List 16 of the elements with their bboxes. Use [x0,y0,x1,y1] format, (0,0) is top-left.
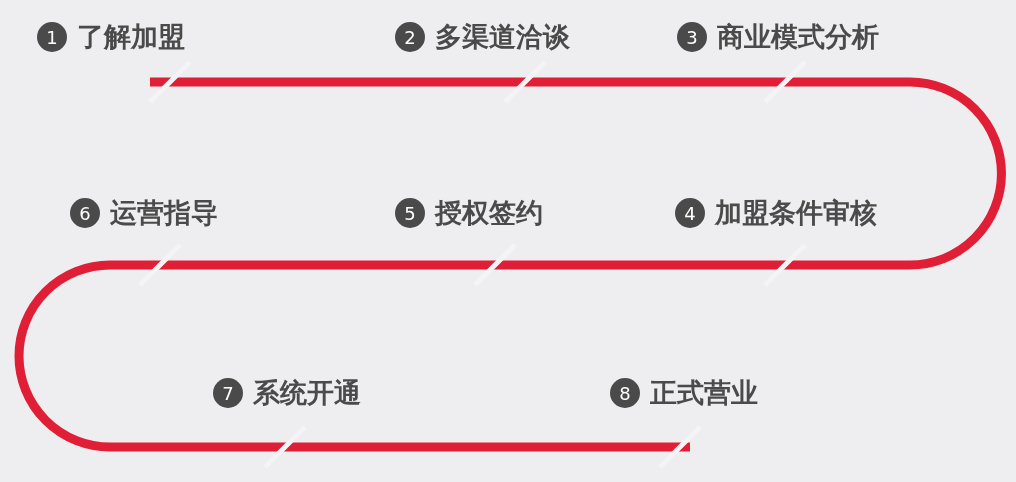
step-title: 了解加盟 [77,20,185,54]
step-number: 8 [610,378,640,408]
step-title: 授权签约 [435,196,543,230]
step-title: 正式营业 [650,376,758,410]
step-title: 多渠道洽谈 [435,20,570,54]
step-number: 2 [395,22,425,52]
step-number: 6 [70,198,100,228]
step-number: 5 [395,198,425,228]
step-number: 7 [213,378,243,408]
step-title: 系统开通 [253,376,361,410]
step-title: 运营指导 [110,196,218,230]
step-title: 加盟条件审核 [715,196,877,230]
step-number: 1 [37,22,67,52]
step-number: 4 [675,198,705,228]
step-number: 3 [677,22,707,52]
step-title: 商业模式分析 [717,20,879,54]
